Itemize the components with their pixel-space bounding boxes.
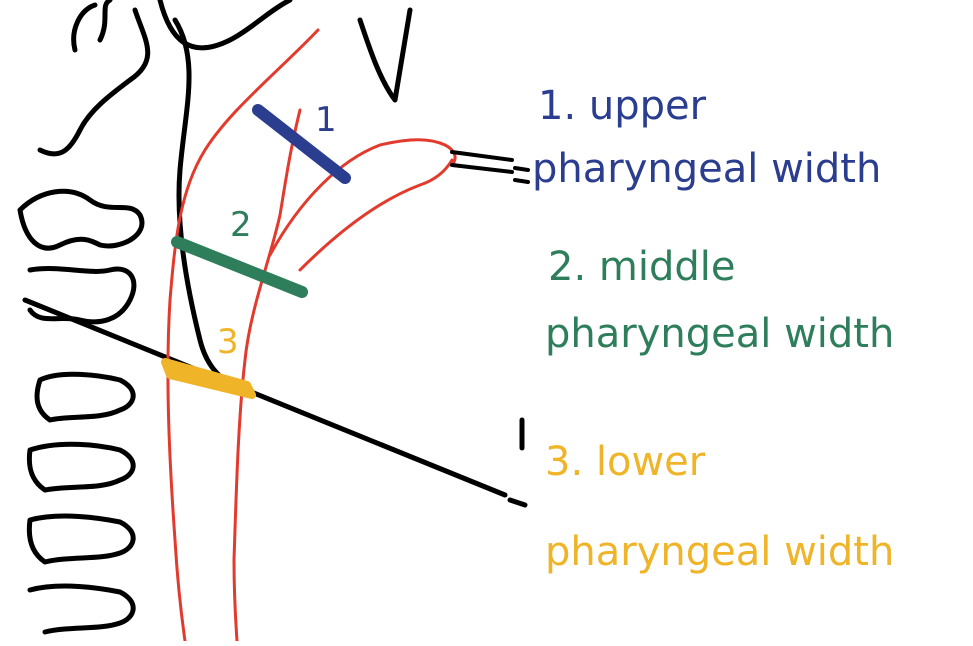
- posterior-pharyngeal-wall: [168, 30, 318, 641]
- skull-outline: [74, 0, 110, 50]
- airway-outline: [168, 30, 455, 641]
- reference-line: [25, 300, 505, 495]
- legend-middle-line2: pharyngeal width: [545, 310, 894, 358]
- soft-palate-upper: [270, 140, 445, 255]
- vertebra-c4: [29, 444, 133, 490]
- connector-bottom: [452, 165, 512, 172]
- mandible-hook: [360, 10, 410, 100]
- legend-lower-line2: pharyngeal width: [545, 528, 894, 576]
- marker-number-1: 1: [315, 100, 337, 140]
- skull-contour: [40, 10, 148, 154]
- legend-middle-line1: 2. middle: [548, 243, 735, 291]
- connector-tick-top: [515, 168, 528, 170]
- marker-number-2: 2: [230, 205, 252, 245]
- soft-palate-lower: [300, 160, 452, 270]
- connector-tick-bottom: [515, 180, 528, 182]
- vertebra-c1: [20, 191, 142, 248]
- vertebra-c5: [29, 516, 133, 562]
- palate-connector-lines: [452, 152, 528, 182]
- connector-top: [452, 152, 512, 160]
- legend-upper-line2: pharyngeal width: [532, 145, 881, 193]
- anterior-pharyngeal-wall: [234, 110, 300, 641]
- reference-tick-bottom: [510, 500, 525, 505]
- legend-lower-line1: 3. lower: [545, 438, 705, 486]
- legend-upper-line1: 1. upper: [538, 82, 706, 130]
- vertebra-c3: [37, 374, 133, 420]
- middle-width-marker: [177, 242, 302, 292]
- anatomy-sketch: [20, 0, 525, 632]
- lower-width-marker: [165, 362, 252, 395]
- marker-number-3: 3: [217, 322, 239, 362]
- vertebra-c6: [30, 586, 133, 632]
- vertebra-c2: [30, 269, 134, 322]
